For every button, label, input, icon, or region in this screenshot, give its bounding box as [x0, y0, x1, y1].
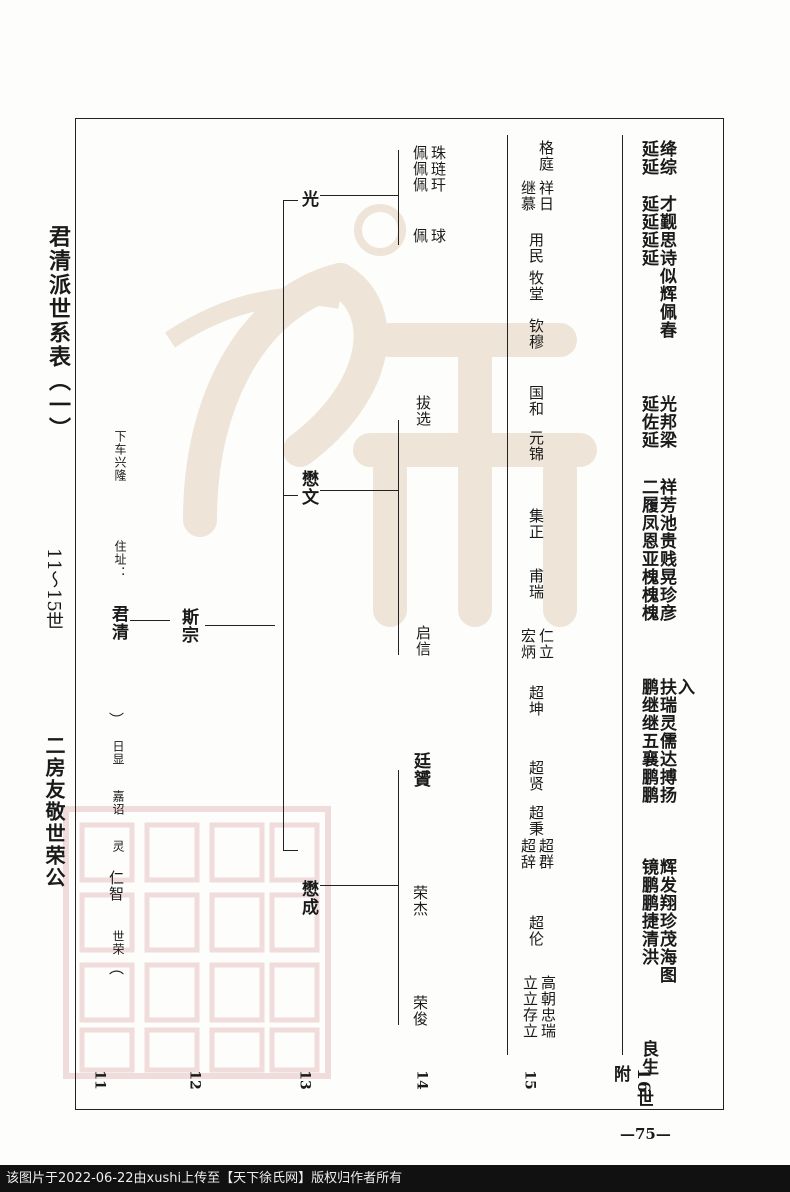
address-label: 住址：	[113, 540, 127, 579]
person-maowen: 懋文	[298, 470, 318, 506]
gen-16-number: 16	[633, 1068, 653, 1094]
note-renzhi: 仁智	[107, 870, 125, 902]
connector	[320, 885, 398, 886]
person-mutang: 牧堂	[527, 270, 545, 302]
person-jizheng: 集正	[527, 508, 545, 540]
gen14-bracket-maocheng	[398, 770, 399, 1025]
gen16-names-4: 才觐思诗似辉佩春	[656, 195, 676, 339]
page-number: —75—	[620, 1125, 671, 1143]
person-hongbing: 宏炳	[519, 628, 537, 660]
note-rixian: 日显	[111, 740, 125, 766]
person-baxuan: 拔选	[414, 395, 432, 427]
person-gaochaozhongrui: 高朝忠瑞	[539, 975, 557, 1039]
gen-14-number: 14	[413, 1070, 430, 1090]
person-chaolun: 超伦	[527, 915, 545, 947]
gen14-bracket-guang	[398, 150, 399, 245]
gen16-names-9: 鹏继继五襄鹏鹏	[638, 678, 658, 804]
gen16-bracket	[622, 135, 623, 1055]
gen16-names-11: 入	[674, 678, 694, 696]
upload-footer: 该图片于2022-06-22由xushi上传至【天下徐氏网】版权归作者所有	[0, 1165, 790, 1192]
gen-13-number: 13	[296, 1070, 313, 1090]
gen16-names-10: 扶瑞灵儒达搏扬	[656, 678, 676, 804]
person-tingyun: 廷贇	[410, 752, 430, 788]
person-pei: 佩	[411, 228, 429, 244]
person-chaokun: 超坤	[527, 685, 545, 717]
person-yuanjin: 元锦	[527, 430, 545, 462]
connector	[283, 850, 298, 851]
person-chaoqun: 超群	[537, 838, 555, 870]
gen16-names-13: 辉发翔珍茂海图	[656, 858, 676, 984]
person-junqing: 君清	[108, 605, 128, 641]
note-jiazhao: 嘉诏	[111, 790, 125, 816]
gen16-names-3: 延延延延	[638, 195, 658, 267]
gen-11-number: 11	[91, 1070, 108, 1090]
person-sizong: 斯宗	[178, 608, 198, 644]
generation-range: 11～15世	[43, 548, 64, 630]
person-xiangri: 祥日	[537, 180, 555, 212]
gen16-names-12: 镜鹏鹏捷清洪	[638, 858, 658, 966]
person-qinmu: 钦穆	[527, 318, 545, 350]
person-chaoci: 超辞	[519, 838, 537, 870]
xu-watermark-logo	[165, 204, 597, 627]
person-jimu: 继慕	[519, 180, 537, 212]
lineage-title: 君清派世系表（一）	[45, 225, 71, 441]
generation-column-divider	[75, 118, 76, 1108]
gen16-names-7: 二履凤恩亚槐槐槐	[638, 478, 658, 622]
person-furui: 甫瑞	[527, 568, 545, 600]
person-pei-group-names: 珠琏玕	[429, 145, 447, 193]
note-close-paren: ）	[107, 712, 125, 728]
person-pei-qiu: 球	[429, 228, 447, 244]
person-chaobing: 超秉	[527, 805, 545, 837]
connector	[320, 195, 398, 196]
gen13-bracket	[283, 200, 284, 850]
gen16-names-5: 延佐延	[638, 395, 658, 449]
person-lilicunli: 立立存立	[521, 975, 539, 1039]
connector	[205, 625, 275, 626]
person-maocheng: 懋成	[298, 880, 318, 916]
gen16-names-2: 绛综	[656, 140, 676, 176]
connector	[283, 200, 298, 201]
person-guang: 光	[298, 190, 318, 208]
person-chaoxian: 超贤	[527, 760, 545, 792]
gen16-names-1: 延延	[638, 140, 658, 176]
address-value: 下车兴隆	[113, 430, 127, 482]
person-rongjun: 荣俊	[411, 995, 429, 1027]
person-renli: 仁立	[537, 628, 555, 660]
gen-12-number: 12	[186, 1070, 203, 1090]
note-ling: 灵	[111, 840, 125, 853]
person-geting: 格庭	[537, 140, 555, 172]
gen16-names-8: 祥芳池贵贱晃珍彦	[656, 478, 676, 622]
note-shirong: 世荣	[111, 930, 125, 956]
person-qixin: 启信	[414, 625, 432, 657]
branch-title: 二房友敬世荣公	[42, 735, 66, 889]
collector-seal-stamp	[63, 806, 331, 1079]
gen-15-number: 15	[521, 1070, 538, 1090]
person-rongjie: 荣杰	[411, 885, 429, 917]
appendix-label: 附	[610, 1065, 630, 1083]
gen14-bracket-maowen	[398, 420, 399, 655]
gen15-bracket	[507, 135, 508, 1055]
table-frame	[75, 118, 724, 1110]
generation-label: 世	[633, 1090, 653, 1108]
person-guohe: 国和	[527, 385, 545, 417]
gen16-names-14: 良生	[638, 1040, 658, 1076]
person-yongmin: 用民	[527, 232, 545, 264]
connector	[130, 620, 170, 621]
note-open-paren: （	[107, 960, 125, 976]
document-page: 二房友敬世荣公 11～15世 君清派世系表（一） 11 12 13 14 15 …	[42, 118, 724, 1143]
gen16-names-6: 光邦梁	[656, 395, 676, 449]
person-pei-group: 佩佩佩	[411, 145, 429, 193]
connector	[320, 490, 398, 491]
connector	[283, 495, 298, 496]
